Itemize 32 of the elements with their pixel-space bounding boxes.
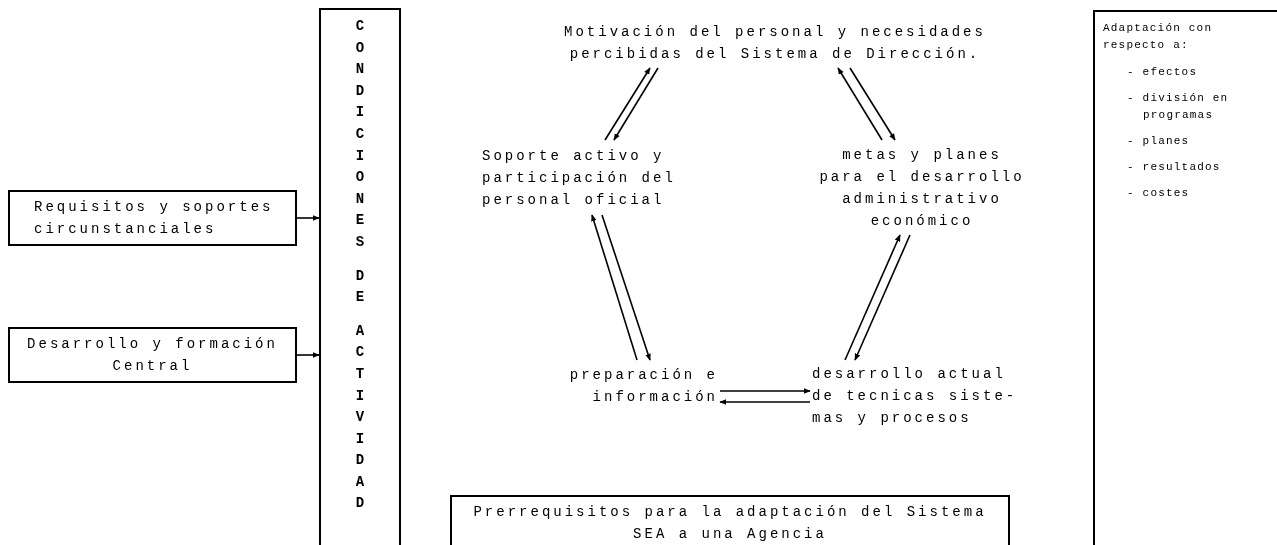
process-box xyxy=(8,190,297,246)
arrow xyxy=(613,67,659,141)
list-item: - planes xyxy=(1127,134,1191,149)
list-item: - división en programas xyxy=(1127,91,1230,123)
side-panel xyxy=(1093,10,1277,545)
arrow xyxy=(719,399,811,405)
node-label: preparación e información xyxy=(568,366,718,407)
vertical-text: CONDICIONES DE ACTIVIDAD xyxy=(355,17,365,514)
arrow xyxy=(837,67,883,141)
box-text: Prerrequisitos para la adaptación del Sistema SEA a una Agencia xyxy=(472,503,988,544)
list-item: - efectos xyxy=(1127,65,1199,80)
node-label: Motivación del personal y necesidades percibidas del Sistema de Dirección. xyxy=(563,23,987,64)
arrow xyxy=(591,214,638,361)
list-item: - resultados xyxy=(1127,160,1222,175)
arrow xyxy=(604,67,651,141)
vertical-box xyxy=(319,8,401,545)
arrow xyxy=(296,352,320,358)
arrow xyxy=(849,67,896,141)
box-text: Requisitos y soportes circunstanciales xyxy=(33,198,275,239)
node-label: metas y planes para el desarrollo administrativo económico xyxy=(818,145,1026,231)
arrow xyxy=(844,234,901,361)
arrow xyxy=(854,234,911,361)
box-text: Desarrollo y formación Central xyxy=(26,335,279,376)
arrow xyxy=(719,388,811,394)
panel-heading: Adaptación con respecto a: xyxy=(1103,21,1214,53)
process-box xyxy=(8,327,297,383)
node-label: Soporte activo y participación del personal oficial xyxy=(482,146,677,210)
node-label: desarrollo actual de tecnicas siste- mas y procesos xyxy=(812,365,1019,428)
arrow xyxy=(601,214,651,361)
list-item: - costes xyxy=(1127,186,1191,201)
process-box xyxy=(450,495,1010,545)
arrow xyxy=(296,215,320,221)
